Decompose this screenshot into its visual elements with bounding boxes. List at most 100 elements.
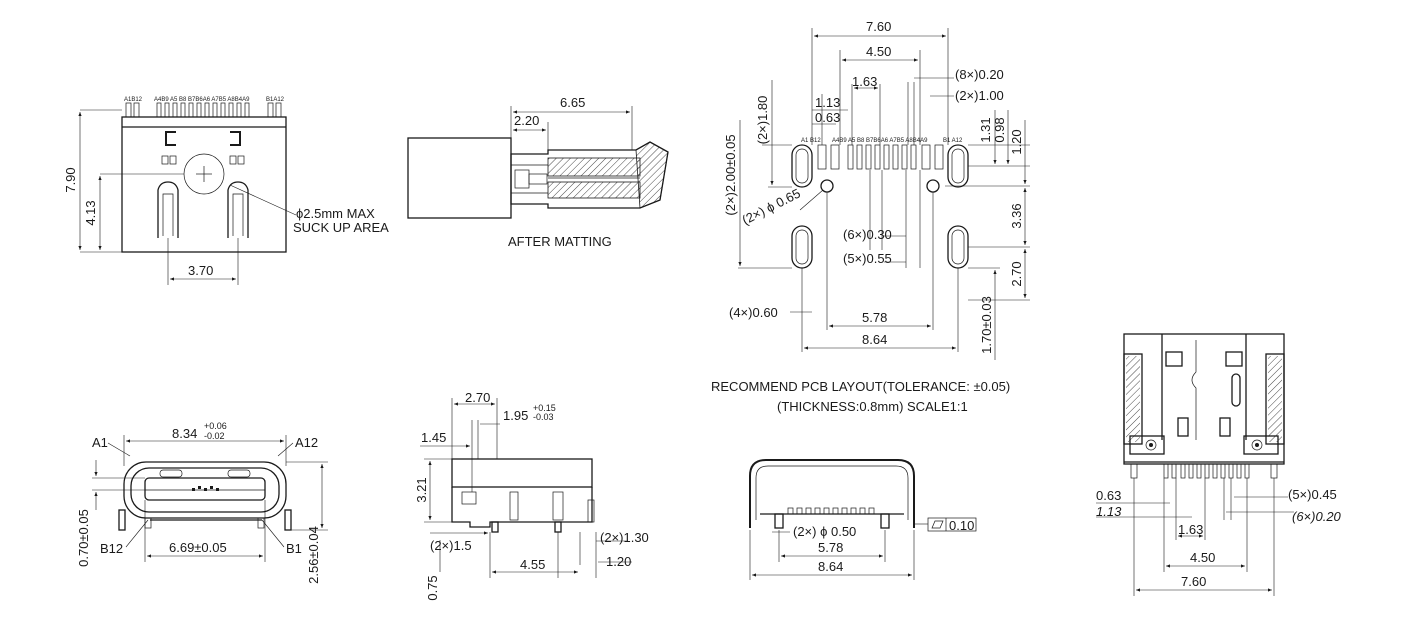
side-dim-145: 1.45 [421,430,446,445]
shell-pins [787,507,875,515]
shell-dim-2xphi050: (2×) ϕ 0.50 [793,524,856,539]
front-label-b12: B12 [100,541,123,556]
top-pin-label-mid: A4B9 A5 B8 B7B6A6 A7B5 A8B4A9 [154,97,250,103]
top-leg-right [227,181,249,238]
dim-top-center: 4.13 [83,200,98,225]
pcb-dim-2x100: (2×)1.00 [955,88,1004,103]
top-pin-label-left: A1B12 [124,97,143,103]
shell-dim-864: 8.64 [818,559,843,574]
flatness-icon [931,520,944,529]
side-dim-120: 1.20 [606,554,631,569]
mated-view: 6.65 2.20 AFTER MATTING [407,95,669,249]
pcb-slot-top-right [947,144,969,188]
front-label-a12: A12 [295,435,318,450]
pcb-slot-bottom-right [947,225,969,269]
pcb-dim-163: 1.63 [852,74,877,89]
front-dim-width-base: 8.34 [172,426,197,441]
pcb-pin-label-left: A1 B12 [801,138,821,144]
bottom-dim-163: 1.63 [1178,522,1203,537]
pcb-caption-line1: RECOMMEND PCB LAYOUT(TOLERANCE: ±0.05) [711,379,1010,394]
pcb-dim-120: 1.20 [1009,129,1024,154]
front-dim-right: 2.56±0.04 [306,526,321,584]
pcb-pin-label-right: B1 A12 [943,138,963,144]
pcb-dim-270: 2.70 [1009,261,1024,286]
shell-peg-right [880,513,890,529]
dim-top-width: 3.70 [188,263,213,278]
pcb-slot-bottom-left [791,225,813,269]
front-tongue [144,477,266,501]
front-dim-inner: 6.69±0.05 [169,540,227,555]
pcb-dim-063: 0.63 [815,110,840,125]
front-dim-tol-plus: +0.06 [204,421,227,431]
pcb-pads [817,144,944,170]
pcb-dim-170: 1.70±0.03 [979,296,994,354]
side-dim-195-base: 1.95 [503,408,528,423]
pcb-dim-864: 8.64 [862,332,887,347]
flatness-frame [927,517,977,532]
pcb-dim-336: 3.36 [1009,203,1024,228]
bottom-dim-6x020: (6×)0.20 [1292,509,1342,524]
pcb-hole-right [926,179,940,193]
pcb-dim-760: 7.60 [866,19,891,34]
side-body-top [451,458,593,488]
dim-top-height: 7.90 [63,167,78,192]
front-label-b1: B1 [286,541,302,556]
shell-dim-578: 5.78 [818,540,843,555]
top-body-outline [121,116,287,253]
mated-caption: AFTER MATTING [508,234,612,249]
side-dim-455: 4.55 [520,557,545,572]
pcb-dim-6x030: (6×)0.30 [843,227,892,242]
pcb-dim-8x020: (8×)0.20 [955,67,1004,82]
front-dim-tol-minus: -0.02 [204,431,225,441]
shell-flatness-value: 0.10 [949,518,974,533]
bottom-body-outline [1123,333,1285,465]
pcb-slot-top-left [791,144,813,188]
front-view: A1 A12 B12 B1 8.34 +0.06 -0.02 6.69±0.05… [76,421,328,584]
top-view: A1B12 A4B9 A5 B8 B7B6A6 A7B5 A8B4A9 B1A1… [63,97,389,285]
pcb-layout: A1 B12 A4B9 A5 B8 B7B6A6 A7B5 A8B4A9 B1 … [711,19,1030,414]
bottom-pins [1130,463,1278,479]
pcb-dim-2xphi065: (2×) ϕ 0.65 [740,186,803,228]
dim-mated-offset: 2.20 [514,113,539,128]
bottom-dim-760: 7.60 [1181,574,1206,589]
side-body-bottom [451,487,593,528]
side-view: 2.70 1.95 +0.15 -0.03 1.45 3.21 (2×)1.5 … [414,390,649,601]
side-dim-2x130: (2×)1.30 [600,530,649,545]
pcb-dim-2x180: (2×)1.80 [755,96,770,145]
top-leg-left [157,181,179,238]
front-dim-left: 0.70±0.05 [76,509,91,567]
side-dim-270: 2.70 [465,390,490,405]
side-dim-075: 0.75 [425,575,440,600]
side-dim-195-tol-plus: +0.15 [533,403,556,413]
top-pin-label-right: B1A12 [266,97,285,103]
pcb-dim-2x200: (2×)2.00±0.05 [723,134,738,215]
side-dim-321: 3.21 [414,477,429,502]
dim-mated-total: 6.65 [560,95,585,110]
bottom-view: 7.60 4.50 1.63 0.63 1.13 (5×)0.45 (6×)0.… [1096,333,1342,596]
suck-up-note-line2: SUCK UP AREA [293,220,389,235]
pcb-dim-113: 1.13 [815,95,840,110]
suck-up-note-line1: ϕ2.5mm MAX [296,206,375,221]
front-label-a1: A1 [92,435,108,450]
bottom-dim-450: 4.50 [1190,550,1215,565]
pcb-caption-line2: (THICKNESS:0.8mm) SCALE1:1 [777,399,968,414]
pcb-dim-5x055: (5×)0.55 [843,251,892,266]
shell-front-view: (2×) ϕ 0.50 5.78 8.64 0.10 [749,459,977,580]
top-pins [125,102,282,118]
top-hook-right [230,131,241,146]
pcb-dim-450: 4.50 [866,44,891,59]
top-hook-left [165,131,176,146]
bottom-dim-113: 1.13 [1096,504,1122,519]
side-dim-2x15: (2×)1.5 [430,538,472,553]
bottom-dim-063: 0.63 [1096,488,1121,503]
shell-peg-left [774,513,784,529]
side-dim-195-tol-minus: -0.03 [533,412,554,422]
pcb-dim-131: 1.31 [978,117,993,142]
shell-outline [749,459,915,528]
plug-body [407,137,512,219]
bottom-dim-5x045: (5×)0.45 [1288,487,1337,502]
pcb-dim-098: 0.98 [992,117,1007,142]
pcb-dim-578: 5.78 [862,310,887,325]
pcb-dim-4x060: (4×)0.60 [729,305,778,320]
